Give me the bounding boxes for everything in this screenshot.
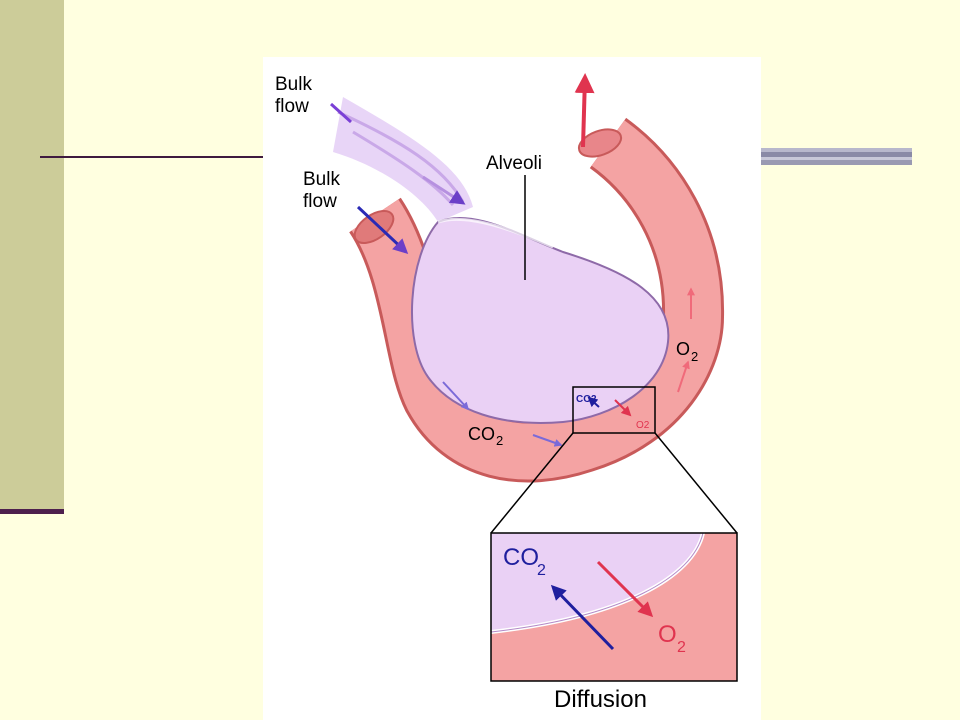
bulk-flow-left-label-1: Bulk (303, 169, 340, 190)
bulk-flow-left-arrow (356, 205, 409, 255)
title-rule-left (40, 156, 265, 158)
sidebar-bar (0, 0, 64, 510)
o2-diffusion-arrow (596, 560, 654, 618)
zoom-line-left (490, 432, 574, 534)
bulk-flow-top-arrow (329, 102, 353, 124)
o2-vessel-sub: 2 (691, 349, 698, 364)
vessel-flow-arrow-3 (677, 360, 690, 393)
o2-inset-label: O (658, 621, 677, 648)
alveolus-diffusion-diagram: Bulk flow Bulk flow Alveoli O 2 CO 2 CO2… (275, 73, 738, 713)
sidebar-underline (0, 509, 64, 514)
co2-vessel-label: CO (468, 424, 495, 444)
bulk-flow-top-label-1: Bulk (275, 74, 312, 95)
o2-small-box-label: O2 (636, 420, 650, 431)
vessel-flow-arrow-2 (532, 434, 563, 447)
alveolus-diffusion-figure: Bulk flow Bulk flow Alveoli O 2 CO 2 CO2… (263, 57, 761, 720)
vessel-flow-arrow-1 (442, 381, 470, 411)
co2-vessel-sub: 2 (496, 433, 503, 448)
co2-inset-label: CO (503, 544, 539, 571)
title-rule-right (760, 148, 912, 165)
o2-vessel-label: O (676, 339, 690, 359)
co2-small-box-label: CO2 (576, 394, 597, 405)
zoom-line-right (654, 432, 738, 534)
diffusion-inset (490, 532, 738, 682)
bronchiole-airway (333, 97, 473, 222)
diffusion-label: Diffusion (554, 686, 647, 713)
co2-diffusion-arrow (550, 584, 615, 651)
o2-inset-sub: 2 (677, 639, 686, 656)
outflow-arrow (574, 73, 595, 148)
co2-inset-sub: 2 (537, 562, 546, 579)
bulk-flow-left-label-2: flow (303, 191, 337, 212)
alveolus-sac (410, 216, 670, 424)
alveoli-label: Alveoli (486, 153, 542, 174)
magnify-source-box (572, 386, 656, 434)
bulk-flow-top-label-2: flow (275, 96, 309, 117)
